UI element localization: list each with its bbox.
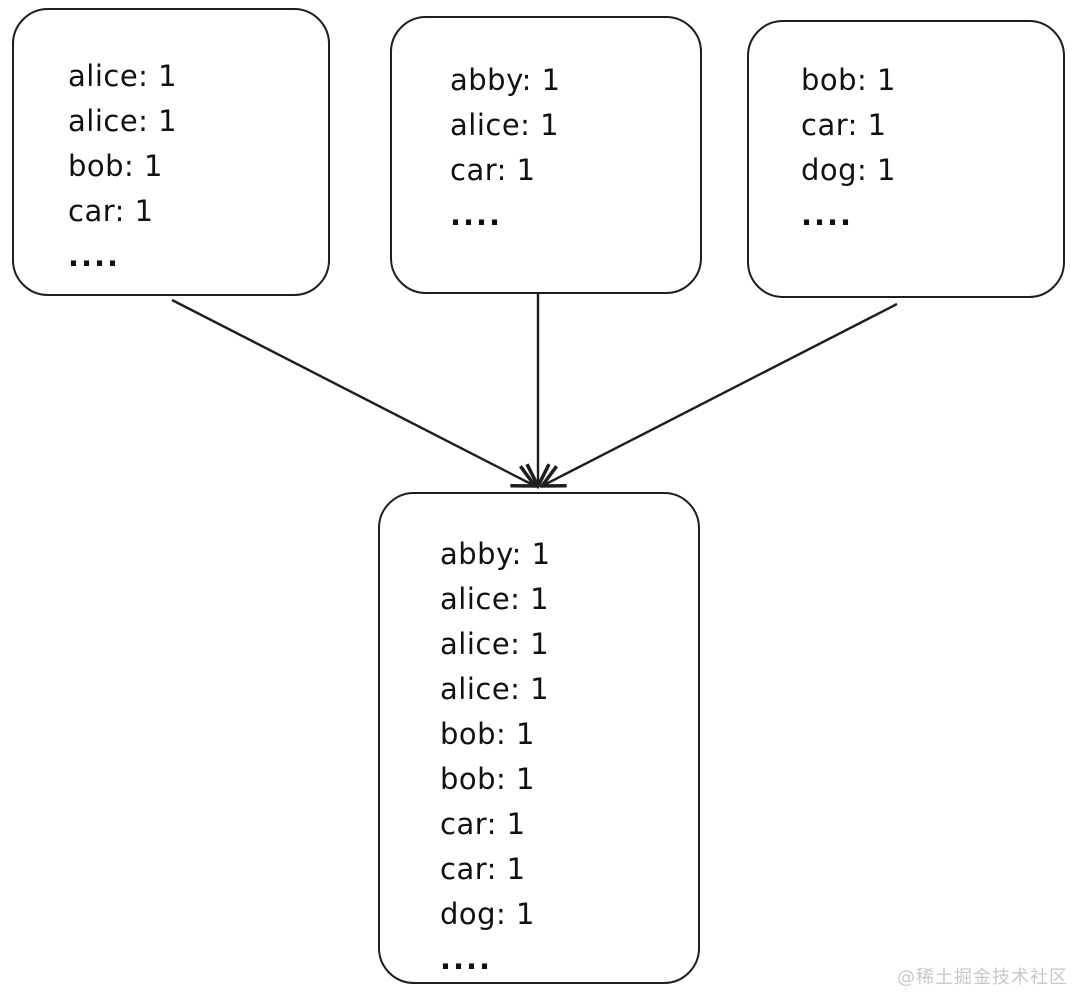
ellipsis-line: .... bbox=[450, 198, 503, 232]
kv-line: bob: 1 bbox=[440, 717, 535, 751]
kv-line: alice: 1 bbox=[440, 627, 550, 661]
kv-line: alice: 1 bbox=[450, 108, 560, 142]
ellipsis-line: .... bbox=[68, 239, 121, 273]
ellipsis-line: .... bbox=[801, 198, 854, 232]
kv-line: bob: 1 bbox=[68, 149, 163, 183]
kv-line: car: 1 bbox=[440, 852, 526, 886]
watermark: @稀土掘金技术社区 bbox=[897, 967, 1068, 988]
kv-line: bob: 1 bbox=[801, 63, 896, 97]
merged-box: abby: 1 alice: 1 alice: 1 alice: 1 bob: … bbox=[378, 492, 700, 984]
kv-line: abby: 1 bbox=[450, 63, 561, 97]
kv-line: car: 1 bbox=[440, 807, 526, 841]
ellipsis-line: .... bbox=[440, 942, 493, 976]
kv-line: alice: 1 bbox=[68, 104, 178, 138]
kv-line: alice: 1 bbox=[440, 582, 550, 616]
kv-line: dog: 1 bbox=[440, 897, 535, 931]
kv-line: car: 1 bbox=[801, 108, 887, 142]
arrow-right-to-merged bbox=[544, 302, 898, 485]
arrow-left-to-merged bbox=[171, 298, 533, 485]
kv-line: car: 1 bbox=[450, 153, 536, 187]
source-box-1: alice: 1 alice: 1 bob: 1 car: 1 .... bbox=[12, 8, 330, 296]
kv-line: alice: 1 bbox=[440, 672, 550, 706]
source-box-2: abby: 1 alice: 1 car: 1 .... bbox=[390, 16, 702, 294]
kv-line: dog: 1 bbox=[801, 153, 896, 187]
kv-line: bob: 1 bbox=[440, 762, 535, 796]
kv-line: abby: 1 bbox=[440, 537, 551, 571]
kv-line: alice: 1 bbox=[68, 59, 178, 93]
source-box-3: bob: 1 car: 1 dog: 1 .... bbox=[747, 20, 1065, 298]
kv-line: car: 1 bbox=[68, 194, 154, 228]
